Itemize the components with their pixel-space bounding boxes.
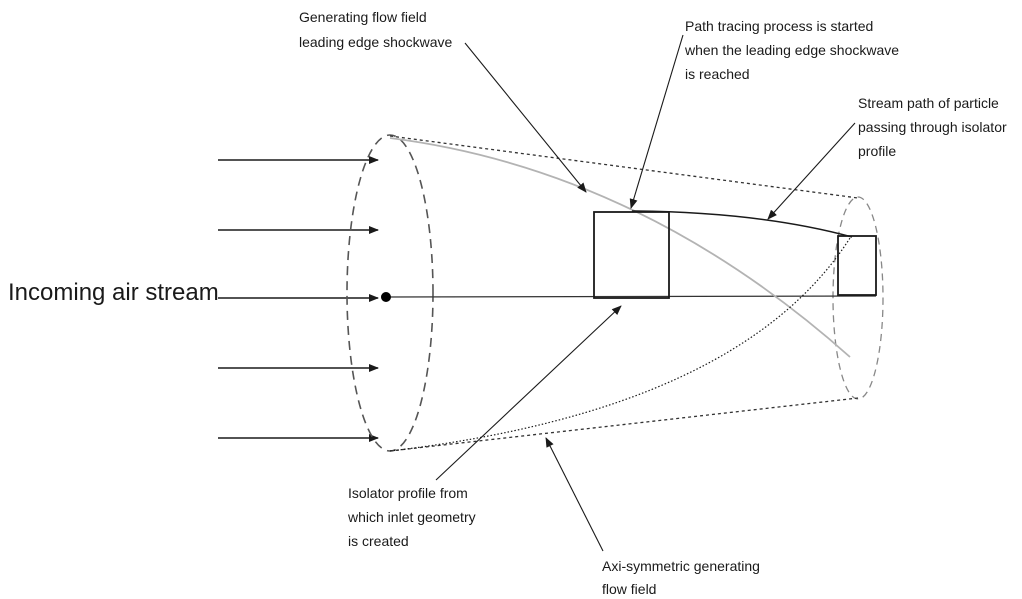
leading-edge-shockwave	[389, 137, 851, 358]
axisymmetric-label: Axi-symmetric generating flow field	[602, 558, 760, 597]
particle-stream-path	[631, 210, 853, 238]
isolator-profile-box-small	[837, 235, 877, 296]
incoming-arrows	[218, 156, 379, 442]
incoming-air-stream-label: Incoming air stream	[8, 279, 219, 306]
stream-path-label-line-2: passing through isolator	[858, 119, 1007, 135]
leader-generating-arrow	[464, 42, 587, 193]
leader-arrows	[435, 34, 856, 552]
stream-path-label-line-3: profile	[858, 143, 896, 159]
outlet-ellipse	[832, 196, 884, 400]
leader-axisymmetric-arrow	[545, 437, 604, 552]
path-tracing-label: Path tracing process is started when the…	[684, 18, 899, 82]
generating-label-line-1: Generating flow field	[299, 9, 427, 25]
leader-stream-path-arrow	[767, 122, 856, 220]
path-tracing-label-line-2: when the leading edge shockwave	[684, 42, 899, 58]
isolator-profile-label-line-3: is created	[348, 533, 409, 549]
lower-stream-curve	[389, 237, 851, 452]
stream-path-label-line-1: Stream path of particle	[858, 95, 999, 111]
isolator-profile-label-line-2: which inlet geometry	[347, 509, 476, 525]
isolator-profile-label: Isolator profile from which inlet geomet…	[347, 485, 476, 549]
cone-bottom-edge	[389, 397, 859, 452]
center-axis	[385, 295, 877, 298]
isolator-profile-label-line-1: Isolator profile from	[348, 485, 468, 501]
axis-origin-dot	[381, 292, 391, 302]
cone-top-edge	[389, 135, 859, 199]
axisymmetric-label-line-1: Axi-symmetric generating	[602, 558, 760, 574]
axisymmetric-label-line-2: flow field	[602, 581, 656, 597]
inlet-ellipse	[346, 134, 434, 452]
path-tracing-label-line-3: is reached	[685, 66, 750, 82]
isolator-profile-box-large	[593, 211, 670, 299]
leader-path-tracing-arrow	[629, 34, 684, 209]
generating-label-line-2: leading edge shockwave	[299, 34, 453, 50]
path-tracing-label-line-1: Path tracing process is started	[685, 18, 873, 34]
generating-label: Generating flow field leading edge shock…	[299, 9, 453, 50]
leader-isolator-arrow	[435, 305, 622, 481]
stream-path-label: Stream path of particle passing through …	[858, 95, 1007, 159]
